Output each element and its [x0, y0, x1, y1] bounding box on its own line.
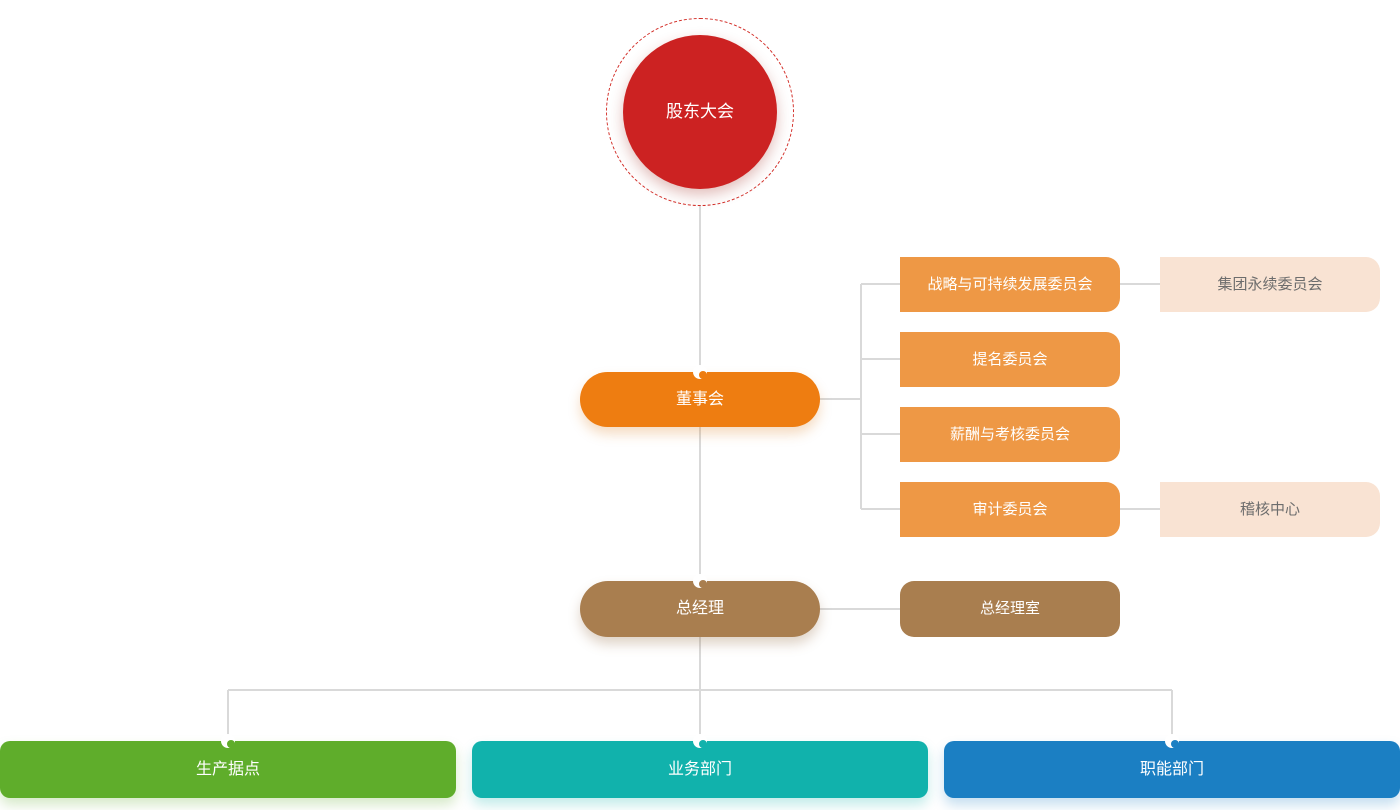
node-general-manager-label: 总经理	[675, 600, 724, 618]
node-committee-audit[interactable]: 审计委员会	[900, 482, 1120, 537]
node-committee-nomination[interactable]: 提名委员会	[900, 332, 1120, 387]
node-satellite-audit-center[interactable]: 稽核中心	[1160, 482, 1380, 537]
connector-dot-production-core	[227, 740, 235, 748]
node-division-production[interactable]: 生产据点	[0, 741, 456, 798]
connector-dot-board	[693, 365, 707, 379]
connector-dot-board-core	[699, 371, 707, 379]
node-committee-nomination-label: 提名委员会	[972, 350, 1048, 368]
node-board-of-directors[interactable]: 董事会	[580, 372, 820, 427]
node-division-production-label: 生产据点	[195, 760, 260, 778]
connector-dot-gm	[693, 574, 707, 588]
node-shareholders-meeting[interactable]: 股东大会	[623, 35, 777, 189]
node-division-business-label: 业务部门	[667, 760, 732, 778]
connector-dot-functional	[1165, 734, 1179, 748]
node-satellite-sustainability[interactable]: 集团永续委员会	[1160, 257, 1380, 312]
shareholders-dashed-ring	[606, 18, 794, 206]
node-board-of-directors-label: 董事会	[675, 390, 724, 408]
connector-dot-production	[221, 734, 235, 748]
node-satellite-audit-center-label: 稽核中心	[1239, 500, 1300, 518]
node-division-functional[interactable]: 职能部门	[944, 741, 1400, 798]
node-general-manager[interactable]: 总经理	[580, 581, 820, 637]
node-gm-office-label: 总经理室	[979, 600, 1040, 617]
node-gm-office[interactable]: 总经理室	[900, 581, 1120, 637]
node-shareholders-meeting-label: 股东大会	[666, 101, 734, 121]
node-committee-strategy-label: 战略与可持续发展委员会	[927, 275, 1093, 293]
node-committee-strategy[interactable]: 战略与可持续发展委员会	[900, 257, 1120, 312]
connector-dot-gm-core	[699, 580, 707, 588]
node-satellite-sustainability-label: 集团永续委员会	[1217, 275, 1323, 293]
connector-dot-business	[693, 734, 707, 748]
node-committee-audit-label: 审计委员会	[972, 500, 1048, 518]
connector-dot-business-core	[699, 740, 707, 748]
node-division-business[interactable]: 业务部门	[472, 741, 928, 798]
node-committee-compensation-label: 薪酬与考核委员会	[949, 425, 1070, 443]
node-committee-compensation[interactable]: 薪酬与考核委员会	[900, 407, 1120, 462]
node-division-functional-label: 职能部门	[1139, 760, 1204, 778]
connector-dot-functional-core	[1171, 740, 1179, 748]
